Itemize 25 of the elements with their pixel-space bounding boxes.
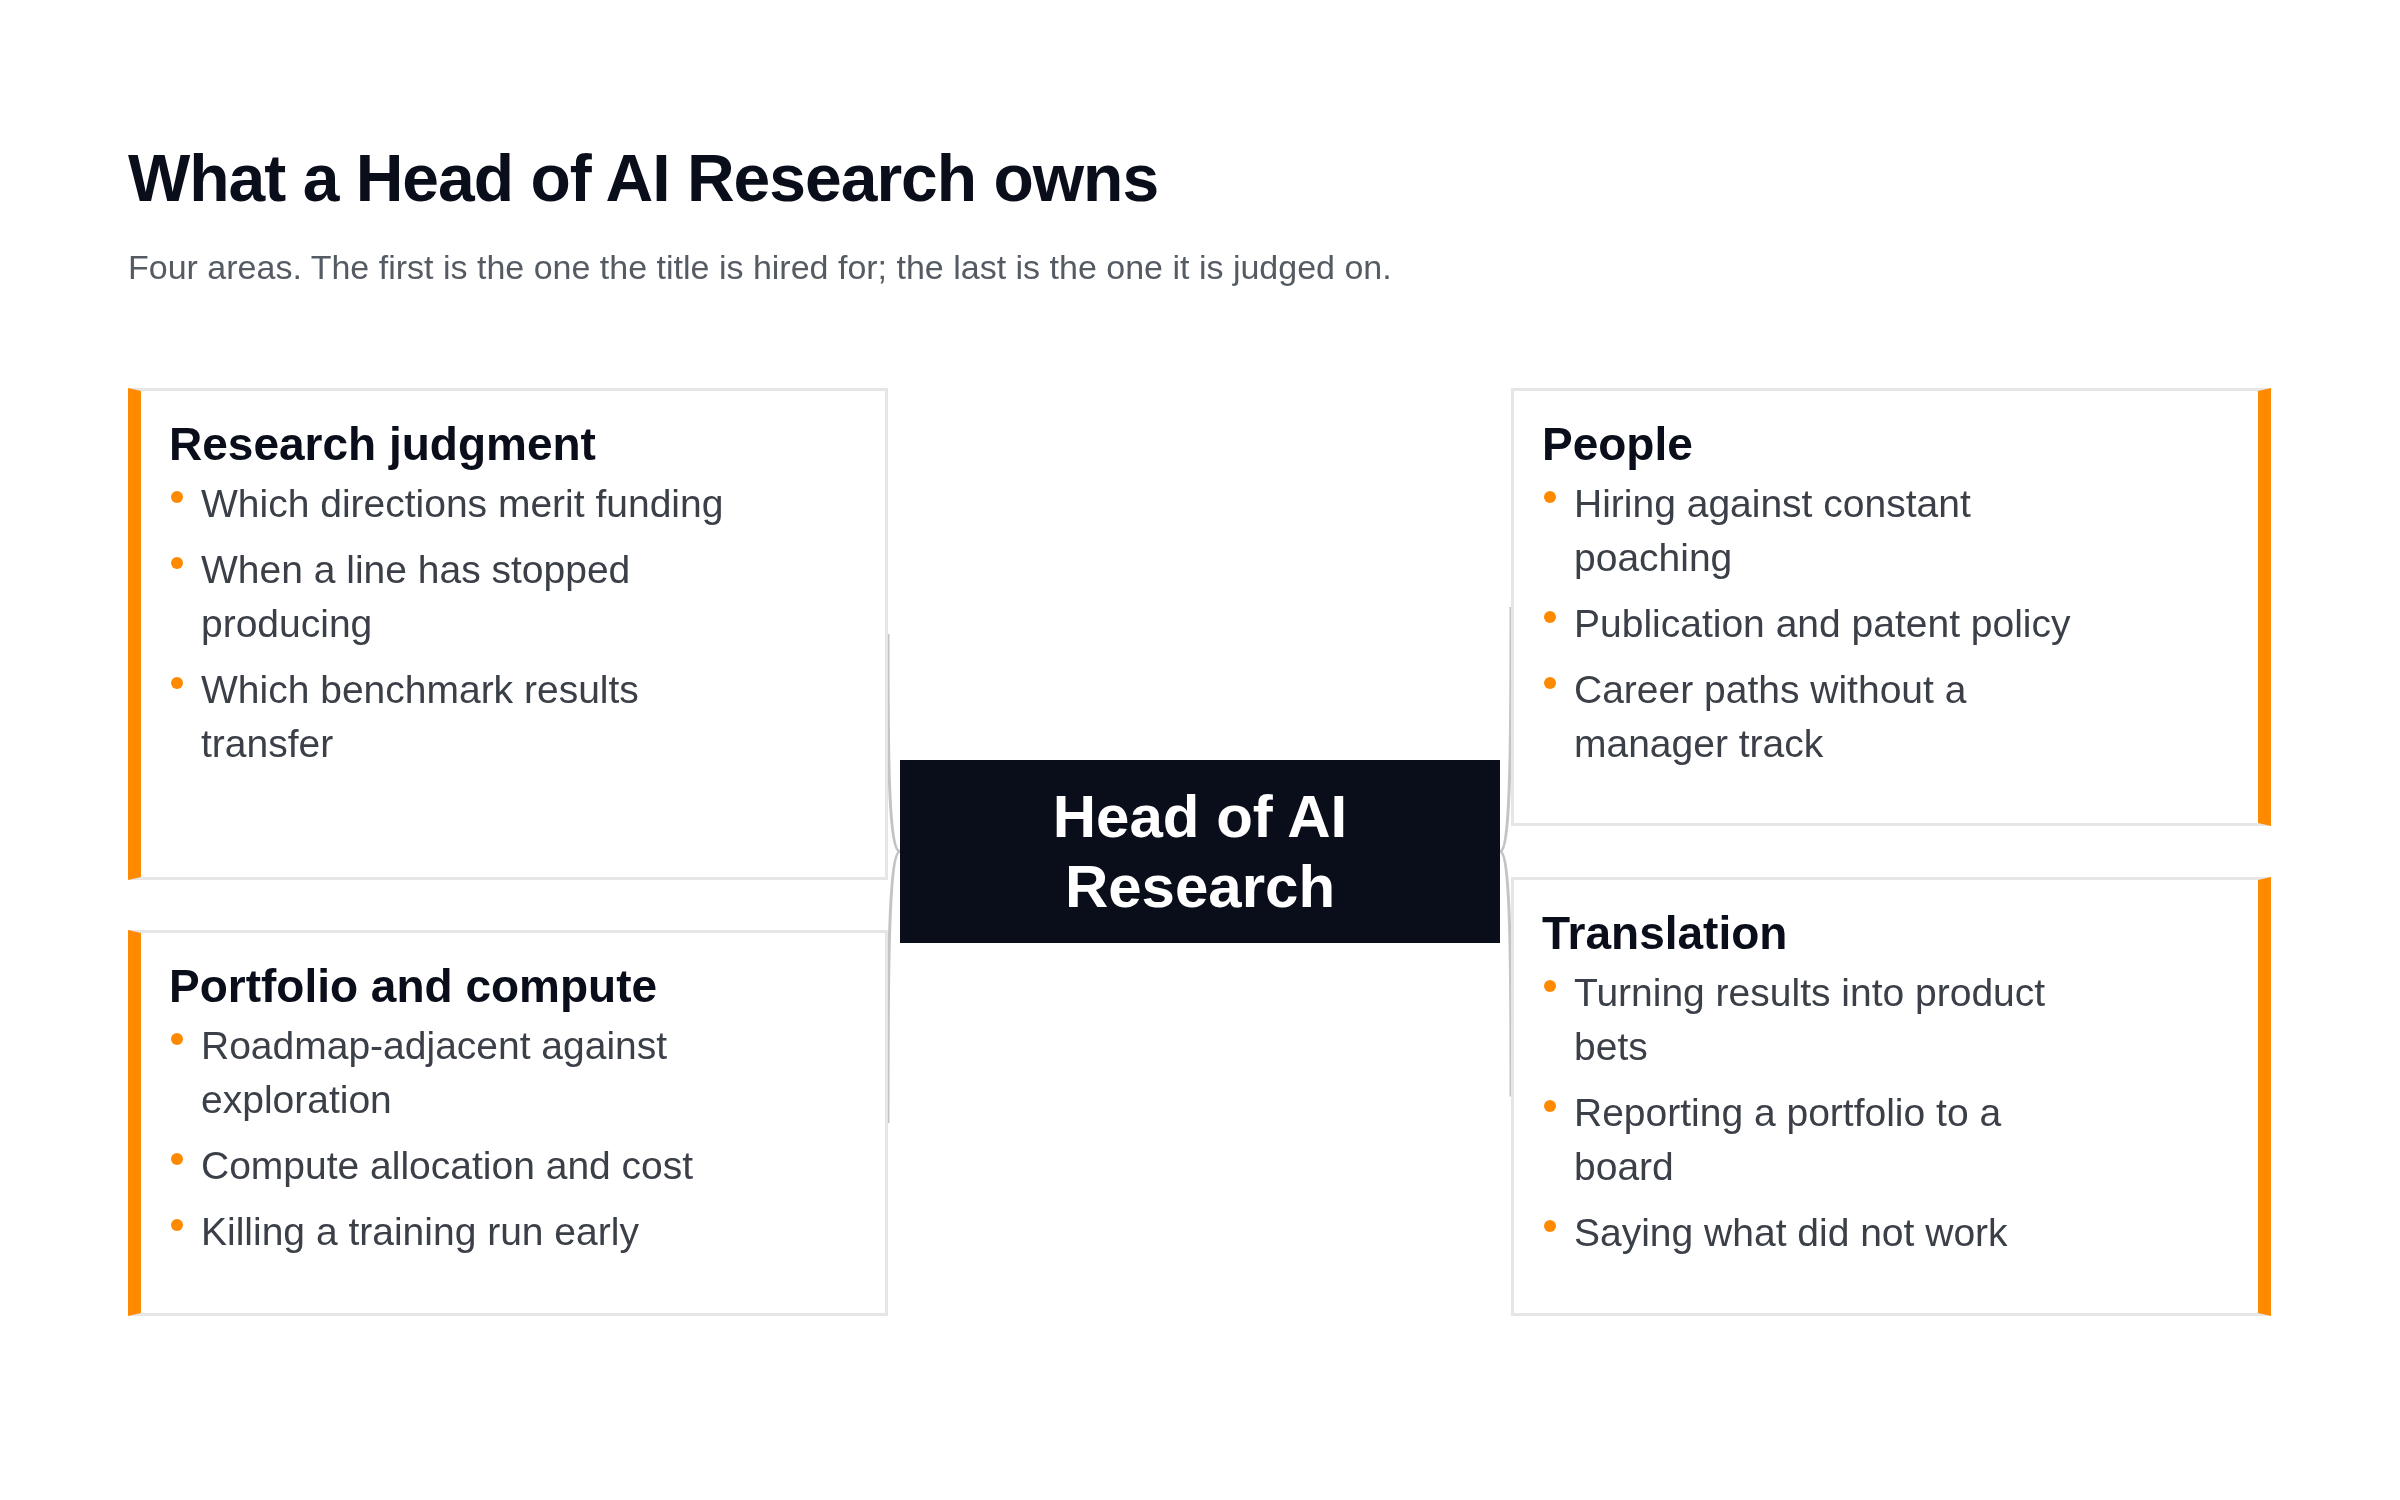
bullet-text: Turning results into product bets [1574,971,2046,1068]
bullet-text: Career paths without a manager track [1574,668,1967,765]
card-heading: People [1542,417,1694,471]
area-card [1511,877,2271,1316]
bullet-text: When a line has stopped producing [201,548,631,645]
area-card [128,388,888,880]
center-box: Head of AI Research [900,760,1500,943]
bullet-text: Killing a training run early [201,1210,639,1253]
bullet-text: Compute allocation and cost [201,1144,694,1187]
bullet-text: Publication and patent policy [1574,602,2071,645]
connector-line [886,850,902,1123]
card-heading: Portfolio and compute [169,959,659,1013]
card-heading: Translation [1542,906,1789,960]
bullet-text: Which directions merit funding [201,482,724,525]
subtitle: Four areas. The first is the one the title is hired for; the last is the one it is judged on. [128,248,1392,287]
title: What a Head of AI Research owns [128,140,1159,216]
bullet-text: Saying what did not work [1574,1211,2008,1254]
bullet-text: Hiring against constant poaching [1574,482,1971,579]
bullet-text: Which benchmark results transfer [201,668,639,765]
connector-line [886,634,901,853]
card-heading: Research judgment [169,417,597,471]
bullet-text: Roadmap-adjacent against exploration [201,1024,668,1121]
bullet-text: Reporting a portfolio to a board [1574,1091,2002,1188]
area-card [128,930,888,1316]
area-card [1511,388,2271,826]
